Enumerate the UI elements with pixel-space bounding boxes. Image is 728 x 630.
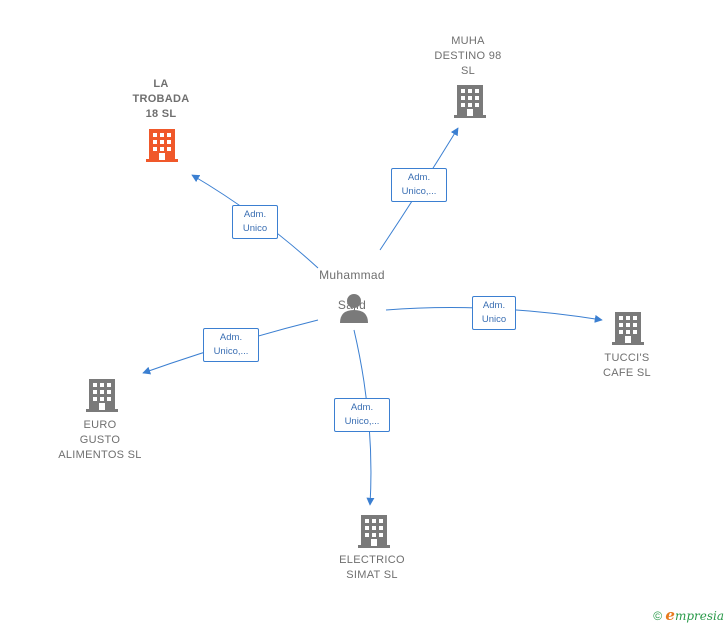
building-icon[interactable] xyxy=(454,84,486,118)
edge-label-euro-gusto[interactable]: Adm. Unico,... xyxy=(203,328,259,362)
edge-label-la-trobada[interactable]: Adm. Unico xyxy=(232,205,278,239)
building-icon[interactable] xyxy=(86,378,118,412)
building-icon[interactable] xyxy=(358,514,390,548)
edge-label-electrico-simat[interactable]: Adm. Unico,... xyxy=(334,398,390,432)
building-icon[interactable] xyxy=(146,128,178,162)
company-label-electrico-simat[interactable]: ELECTRICO SIMAT SL xyxy=(339,554,405,581)
brand-logo: empresia xyxy=(665,606,724,624)
company-label-euro-gusto[interactable]: EURO GUSTO ALIMENTOS SL xyxy=(58,419,142,461)
company-label-muha-destino[interactable]: MUHA DESTINO 98 SL xyxy=(434,35,502,77)
company-label-tuccis-cafe[interactable]: TUCCI'S CAFE SL xyxy=(603,352,651,379)
building-icon[interactable] xyxy=(612,311,644,345)
copyright-icon: © xyxy=(653,609,663,623)
person-name-line1: Muhammad xyxy=(319,268,385,282)
footer-brand[interactable]: © empresia xyxy=(653,606,724,624)
edge-label-tuccis-cafe[interactable]: Adm. Unico xyxy=(472,296,516,330)
person-icon[interactable] xyxy=(338,293,370,323)
edge-label-muha-destino[interactable]: Adm. Unico,... xyxy=(391,168,447,202)
company-label-la-trobada[interactable]: LA TROBADA 18 SL xyxy=(132,78,190,120)
